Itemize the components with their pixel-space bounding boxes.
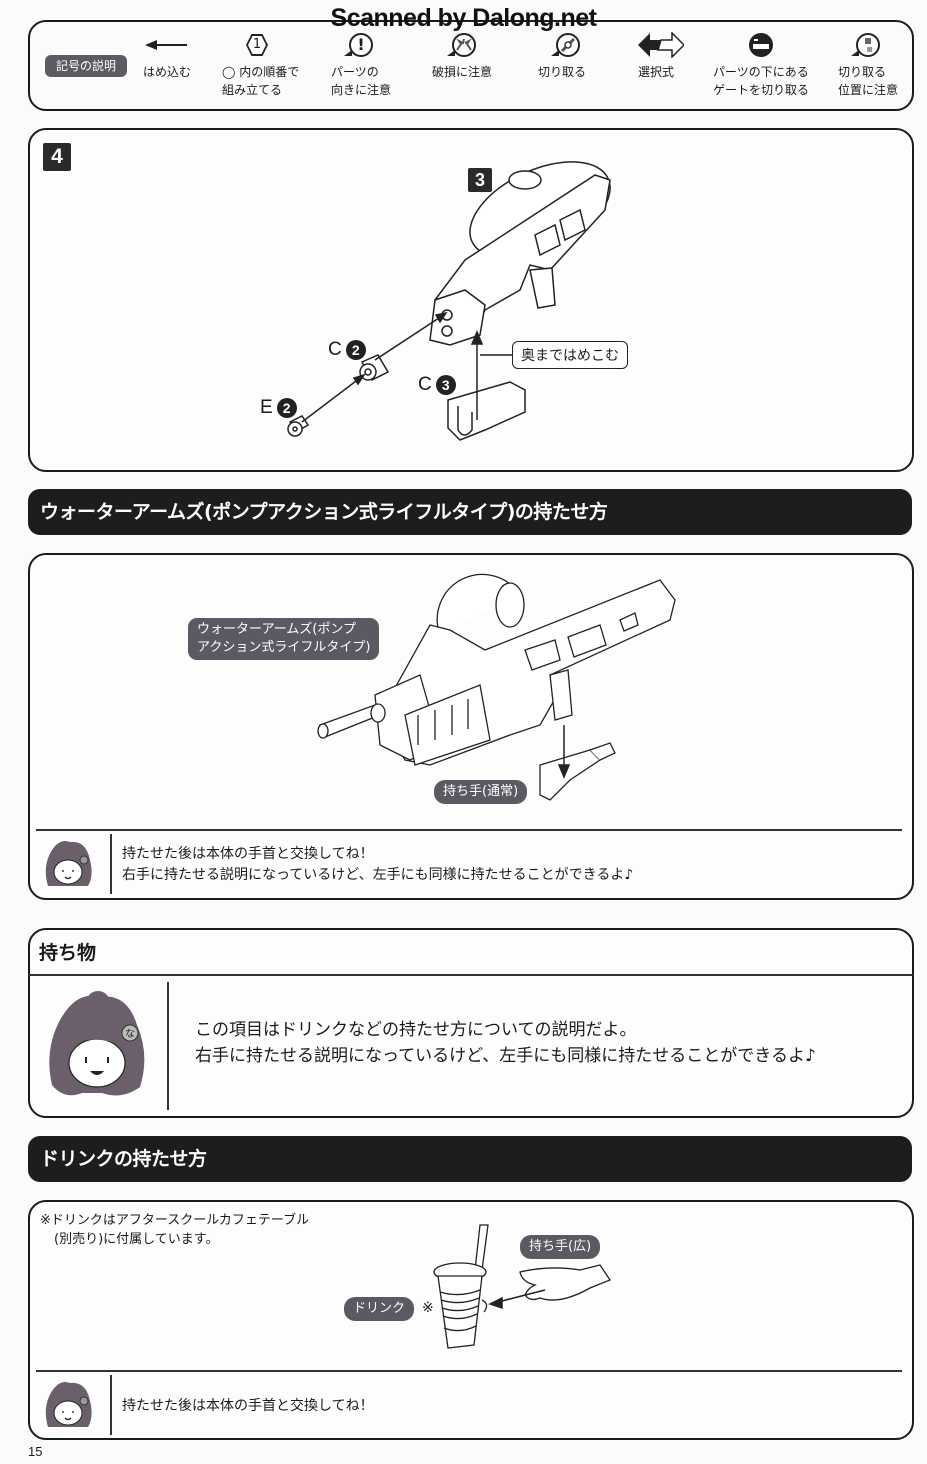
legend-item-snap-in: はめ込む (143, 30, 191, 81)
water-arms-note: 持たせた後は本体の手首と交換してね！ 右手に持たせる説明になっているけど、左手に… (122, 846, 634, 883)
hand-normal-label: 持ち手(通常) (434, 780, 528, 804)
page-number: 15 (28, 1444, 43, 1459)
breakage-icon (447, 33, 476, 57)
weapon-label-pill: ウォーターアームズ(ポンプ アクション式ライフルタイプ) (188, 618, 380, 660)
scanner-watermark: Scanned by Dalong.net (330, 4, 597, 32)
symbol-legend-panel (28, 20, 914, 111)
rifle-assembly-illustration (287, 161, 611, 441)
gate-icon (749, 33, 773, 57)
legend-item-order: 1 ◯ 内の順番で 組み立てる (222, 30, 299, 99)
insert-fully-callout: 奥まではめこむ (512, 341, 628, 369)
accessories-vertical-divider (167, 982, 169, 1110)
hair-clip-glyph: な (125, 1028, 135, 1040)
accessories-panel (28, 928, 914, 1118)
cut-icon (551, 33, 580, 57)
drink-note: 持たせた後は本体の手首と交換してね！ (122, 1398, 374, 1414)
section-title-water-arms: ウォーターアームズ(ポンプアクション式ライフルタイプ)の持たせ方 (28, 489, 912, 535)
note-vertical-divider (110, 834, 112, 894)
drink-label: ドリンク (344, 1297, 415, 1321)
hand-wide-label: 持ち手(広) (520, 1235, 601, 1259)
part-label-c3: C 3 (418, 374, 456, 396)
legend-item-cut: 切り取る (538, 30, 586, 81)
accessories-divider (29, 974, 913, 976)
cut-position-icon (851, 33, 880, 57)
drink-note-divider (36, 1370, 902, 1372)
sub-step-badge: 3 (468, 168, 492, 192)
hexagon-number-icon: 1 (246, 34, 268, 56)
accessories-description: この項目はドリンクなどの持たせ方についての説明だよ。 右手に持たせる説明になって… (195, 1020, 816, 1066)
part-label-e2: E 2 (260, 397, 297, 419)
legend-item-gate: パーツの下にある ゲートを切り取る (713, 30, 809, 99)
drink-footnote: ※ドリンクはアフタースクールカフェテーブル (別売り)に付属しています。 (40, 1213, 310, 1247)
character-avatar-large: な (49, 991, 145, 1096)
step-number-badge: 4 (43, 143, 71, 171)
accessories-title: 持ち物 (39, 942, 97, 964)
legend-item-breakage: 破損に注意 (432, 30, 492, 81)
drink-note-vertical-divider (110, 1375, 112, 1435)
part-number-badge: 2 (276, 398, 297, 418)
part-number-badge: 3 (435, 375, 456, 395)
double-arrow-icon (638, 30, 684, 60)
water-arms-rifle-illustration (317, 573, 676, 801)
legend-item-cut-position: 切り取る 位置に注意 (838, 30, 898, 99)
legend-title: 記号の説明 (45, 55, 127, 77)
section-title-drink: ドリンクの持たせ方 (28, 1136, 912, 1182)
drink-asterisk-mark: ※ (422, 1300, 434, 1316)
part-label-c2: C 2 (328, 339, 366, 361)
character-avatar-small (45, 841, 92, 886)
legend-item-choice: 選択式 (638, 30, 684, 81)
drink-illustration (433, 1224, 611, 1349)
legend-item-orientation: ! パーツの 向きに注意 (331, 33, 392, 97)
arrow-left-icon (143, 30, 191, 60)
exclamation-icon: ! (344, 33, 373, 57)
character-avatar-small-2 (45, 1382, 92, 1427)
part-number-badge: 2 (345, 340, 366, 360)
note-divider (36, 829, 902, 831)
